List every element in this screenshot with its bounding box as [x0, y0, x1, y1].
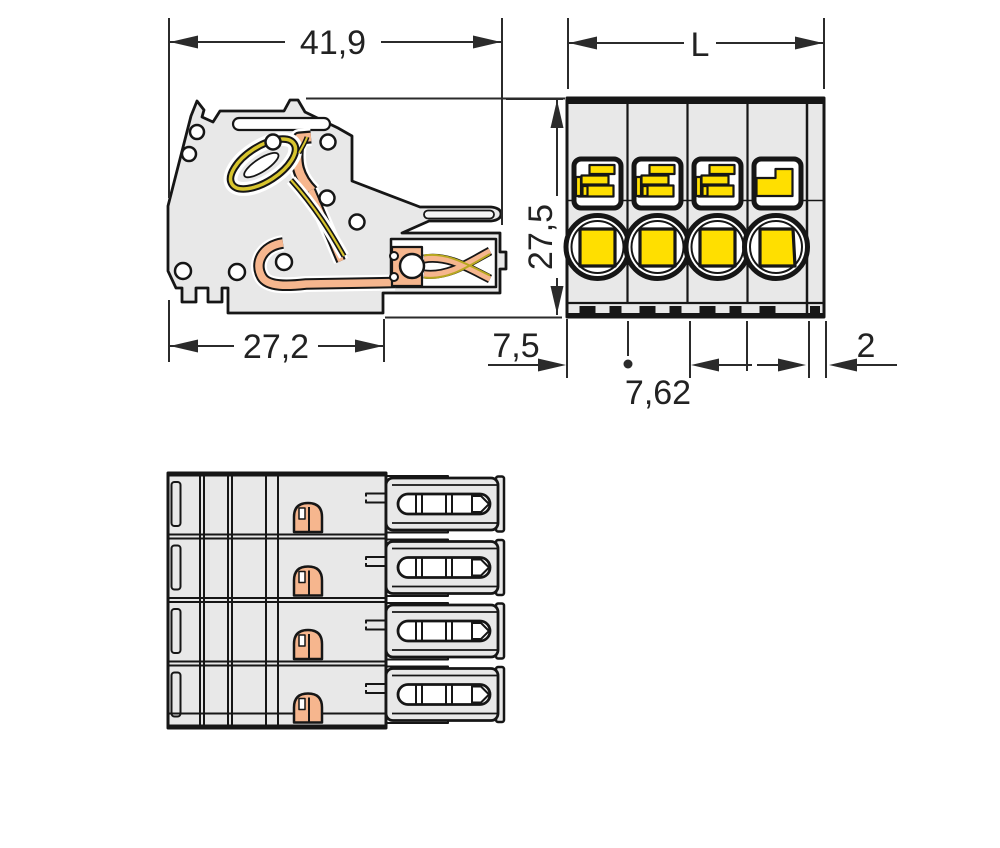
dim-label-body-depth: 27,2 — [243, 328, 309, 366]
front-bottom-edge — [567, 313, 824, 318]
spring-loop-hole — [243, 152, 280, 179]
dimension-dot — [623, 359, 633, 369]
dim-label-height: 27,5 — [522, 204, 560, 270]
top-rail-groove — [423, 209, 495, 220]
bottom-view — [166, 471, 506, 730]
dim-label-end-wall: 2 — [857, 327, 876, 365]
rivet-hole — [389, 251, 399, 261]
arrowhead — [569, 36, 597, 50]
arrowhead — [778, 358, 806, 372]
dim-end-wall: 2 — [757, 321, 897, 378]
arrowhead — [829, 358, 857, 372]
pole-separators — [626, 104, 749, 303]
actuator-lever — [755, 167, 794, 198]
dim-label-overall-width: 41,9 — [300, 24, 366, 62]
arrowhead — [550, 100, 564, 128]
arrowhead — [170, 339, 198, 353]
dim-height: 27,5 — [506, 98, 564, 315]
body-ribs — [199, 475, 279, 726]
pivot-hole — [398, 252, 426, 280]
clamp-spring — [223, 132, 349, 259]
dim-plug-depth: 7,5 — [488, 319, 568, 378]
latch-slot — [231, 116, 332, 132]
clamp-window — [758, 227, 797, 268]
dim-total-length: L — [567, 18, 825, 89]
side-section-view — [166, 98, 508, 315]
dim-label-plug-depth: 7,5 — [492, 327, 539, 365]
housing-holes — [173, 123, 366, 282]
arrowhead — [795, 36, 823, 50]
dim-pin-pitch: 7,62 — [623, 321, 752, 412]
arrowhead — [473, 35, 501, 49]
arrowhead — [550, 286, 564, 314]
arrowhead — [355, 339, 383, 353]
front-pole-4 — [742, 156, 820, 314]
arrowhead — [691, 358, 719, 372]
dim-label-total-length: L — [691, 26, 710, 64]
coding-notch — [810, 306, 820, 314]
front-top-edge — [567, 96, 824, 104]
row-separators — [169, 533, 385, 715]
dim-body-depth: 27,2 — [168, 300, 385, 366]
front-view — [566, 96, 826, 319]
contact-fork — [389, 245, 493, 288]
wire-entry-inner-ring — [749, 220, 803, 274]
coding-notch — [759, 306, 776, 314]
dim-overall-width: 41,9 — [168, 18, 503, 225]
dim-label-pin-pitch: 7,62 — [625, 374, 691, 412]
rivet-hole — [389, 272, 399, 282]
arrowhead — [538, 358, 566, 372]
arrowhead — [170, 35, 198, 49]
